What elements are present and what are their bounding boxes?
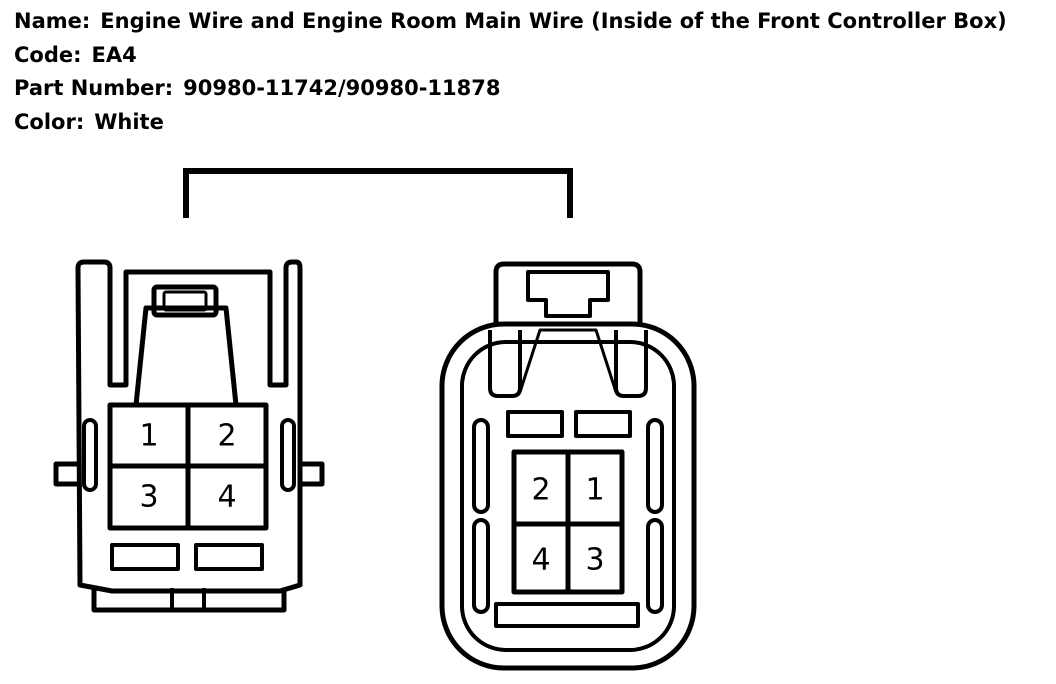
- right-pin-2: 2: [531, 473, 550, 508]
- right-lock-hood: [493, 261, 643, 326]
- left-latch-window: [151, 284, 219, 318]
- left-retainer-slot-2: [194, 543, 264, 571]
- pairing-bracket: [183, 168, 573, 218]
- right-latch-arm-right: [614, 330, 648, 398]
- left-bottom-plate: [91, 588, 287, 613]
- right-retainer-slot-1: [506, 410, 564, 438]
- left-connector: [53, 259, 325, 613]
- left-side-tab-right: [300, 461, 325, 487]
- left-pin-3: 3: [139, 480, 158, 515]
- code-label: Code:: [14, 43, 82, 67]
- left-pin-labels: 1 2 3 4: [139, 419, 236, 515]
- color-row: Color: White: [14, 112, 164, 133]
- left-side-tab-left: [53, 461, 78, 487]
- right-pin-4: 4: [531, 543, 550, 578]
- name-label: Name:: [14, 9, 91, 33]
- right-connector-outer-housing: [439, 321, 697, 671]
- code-row: Code: EA4: [14, 45, 137, 66]
- code-value: EA4: [91, 43, 137, 67]
- right-retainer-slot-2: [574, 410, 632, 438]
- right-latch-arm-left: [488, 330, 522, 398]
- left-side-bump-left: [82, 418, 98, 492]
- right-side-slot-right-upper: [646, 418, 664, 514]
- part-number-label: Part Number:: [14, 76, 174, 100]
- left-latch-rail: [133, 305, 239, 406]
- name-value: Engine Wire and Engine Room Main Wire (I…: [100, 9, 1007, 33]
- right-side-slot-right-lower: [646, 518, 664, 614]
- left-pin-1: 1: [139, 419, 158, 454]
- left-pin-2: 2: [217, 419, 236, 454]
- part-number-row: Part Number: 90980-11742/90980-11878: [14, 78, 500, 99]
- right-connector-inner-housing: [460, 340, 676, 652]
- left-pin-4: 4: [217, 480, 236, 515]
- color-label: Color:: [14, 110, 85, 134]
- name-row: Name: Engine Wire and Engine Room Main Wi…: [14, 11, 1007, 32]
- color-value: White: [94, 110, 164, 134]
- right-pin-labels: 2 1 4 3: [531, 473, 604, 578]
- left-retainer-slot-1: [110, 543, 180, 571]
- right-pin-1: 1: [585, 473, 604, 508]
- left-side-bump-right: [280, 418, 296, 492]
- left-connector-body: [75, 259, 303, 594]
- right-lock-tab: [526, 270, 610, 318]
- right-side-slot-left-upper: [472, 418, 490, 514]
- right-pin-3: 3: [585, 543, 604, 578]
- right-bottom-bar: [494, 602, 640, 628]
- right-latch-channel: [518, 328, 618, 393]
- right-side-slot-left-lower: [472, 518, 490, 614]
- part-number-value: 90980-11742/90980-11878: [183, 76, 501, 100]
- right-connector: [439, 261, 697, 671]
